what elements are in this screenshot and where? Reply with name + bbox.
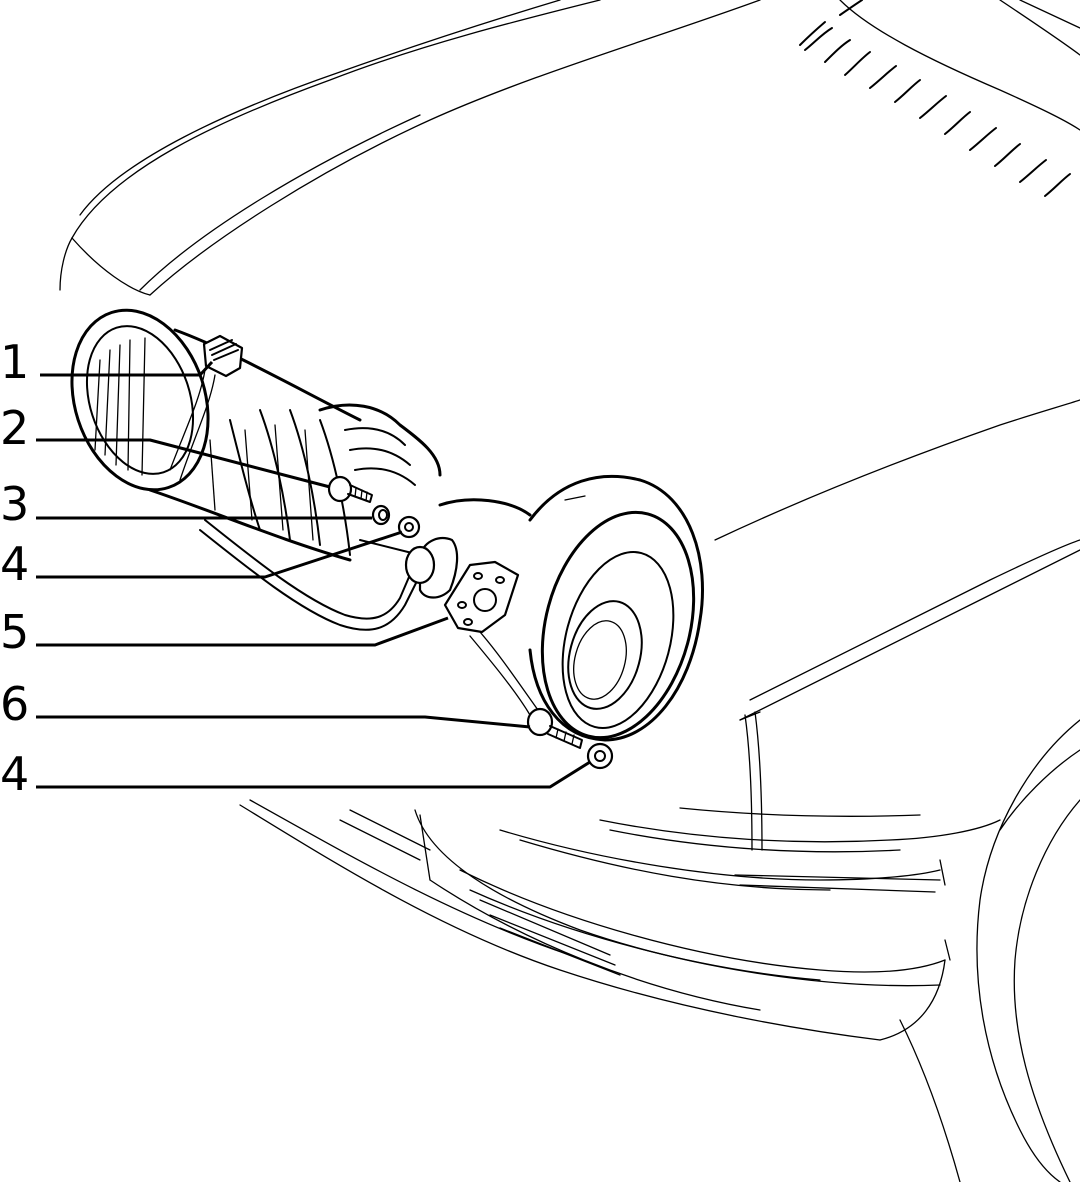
leader-5 (36, 616, 449, 647)
leader-4a (36, 530, 403, 579)
car-body-outline (59, 0, 1080, 1182)
callout-1: 1 (0, 335, 29, 389)
callout-6: 6 (0, 677, 29, 731)
mounting-plate (443, 560, 539, 716)
leader-1 (40, 360, 214, 377)
bolt-part-6 (526, 707, 583, 749)
callout-4a: 4 (0, 537, 29, 591)
hood-vent-slots (799, 0, 1071, 197)
callout-5: 5 (0, 605, 29, 659)
nut-part-3 (371, 504, 391, 526)
leader-2 (36, 438, 331, 489)
leader-lines (36, 360, 591, 789)
callout-labels: 1 2 3 4 5 6 4 (0, 335, 29, 801)
leader-6 (36, 715, 531, 729)
washer-part-4-upper (397, 515, 421, 539)
leader-4b (36, 760, 591, 789)
adjuster-socket (404, 537, 459, 599)
washer-part-4-lower (586, 742, 614, 770)
bolt-part-2 (327, 475, 373, 503)
callout-3: 3 (0, 477, 29, 531)
callout-2: 2 (0, 401, 29, 455)
connector (169, 334, 244, 481)
callout-4b: 4 (0, 747, 29, 801)
